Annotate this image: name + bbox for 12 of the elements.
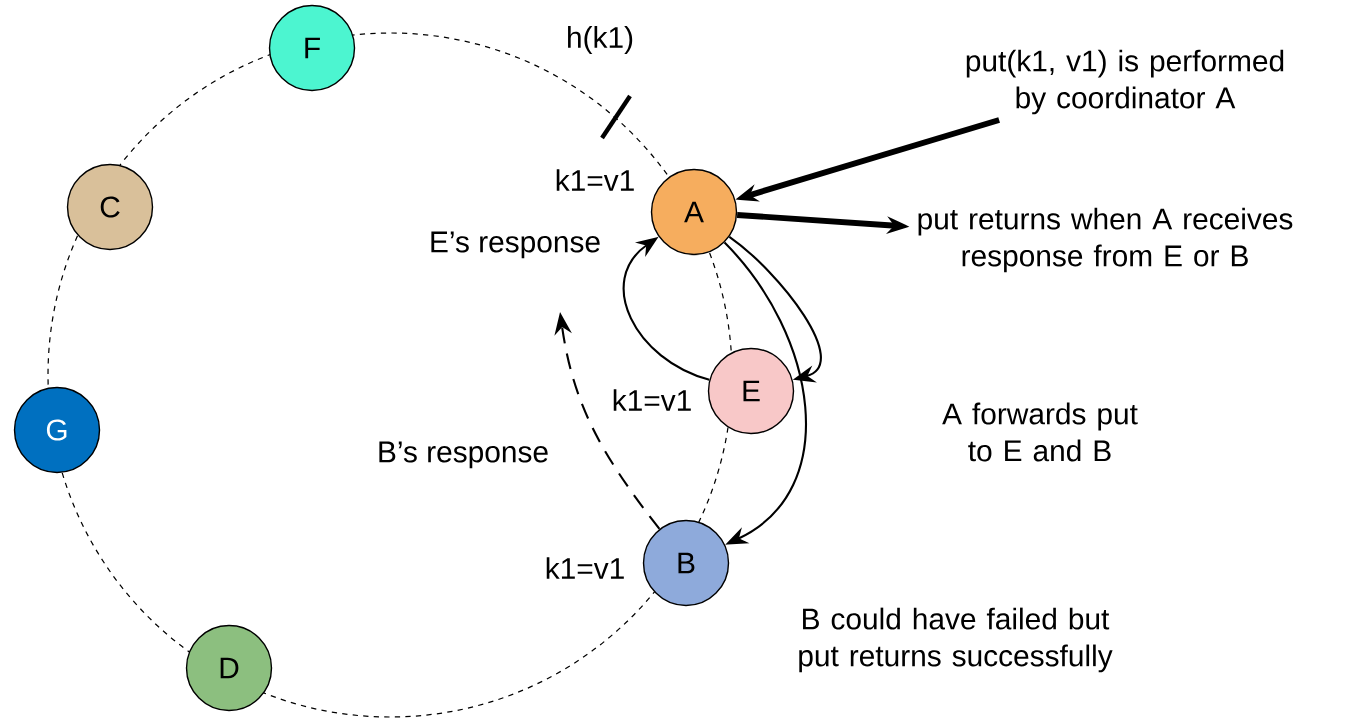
note-text: B could have failed but put returns successfully bbox=[799, 607, 1113, 673]
key-value-label: k1=v1 bbox=[546, 557, 624, 579]
note-text: A forwards put to E and B bbox=[942, 402, 1138, 462]
edge-label: E’s response bbox=[427, 229, 603, 261]
key-value-label: k1=v1 bbox=[556, 169, 634, 191]
arrow bbox=[723, 241, 807, 545]
key-value-label: k1=v1 bbox=[613, 389, 691, 411]
arrow bbox=[728, 235, 822, 383]
annotation-text: put(k1, v1) is performed by coordinator A bbox=[966, 49, 1284, 115]
edge-label: B’s response bbox=[375, 439, 551, 471]
note-text: h(k1) bbox=[568, 26, 633, 54]
annotation-text: put returns when A receives response from E or B bbox=[918, 207, 1293, 273]
